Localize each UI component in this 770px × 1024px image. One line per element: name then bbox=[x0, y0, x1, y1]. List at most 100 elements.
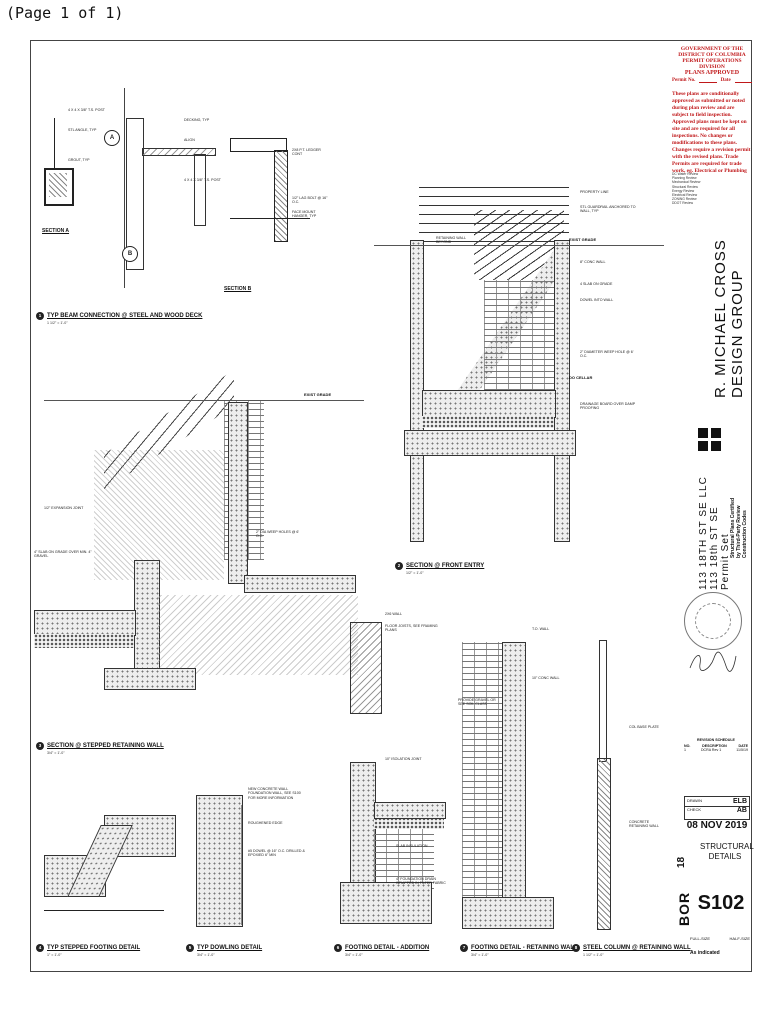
full-size-label: FULL-SIZE bbox=[690, 936, 711, 941]
review-item: Structural Review bbox=[672, 184, 698, 189]
as-indicated: As indicated bbox=[690, 950, 720, 956]
detail-number: 7 bbox=[460, 944, 468, 952]
detail-title: SECTION @ FRONT ENTRY bbox=[406, 563, 485, 569]
rev-col-date: DATE bbox=[738, 744, 748, 748]
stamp-status: PLANS APPROVED bbox=[684, 70, 740, 76]
exist-grade-label: EXIST GRADE bbox=[569, 237, 597, 242]
firm-logo-icon bbox=[698, 428, 726, 451]
revision-schedule: REVISION SCHEDULE NO. DESCRIPTION DATE 1… bbox=[684, 738, 748, 752]
table-row: 1 DCRA Rev 1 11/5/19 bbox=[684, 748, 748, 752]
detail-title-8: 8 STEEL COLUMN @ RETAINING WALL bbox=[572, 944, 691, 952]
note-dowel-epoxy: #5 DOWEL @ 16" O.C. DRILLED & EPOXIED 6"… bbox=[248, 849, 305, 858]
detail-number: 8 bbox=[572, 944, 580, 952]
review-item: Planning Review bbox=[672, 176, 697, 181]
approval-stamp: GOVERNMENT OF THE DISTRICT OF COLUMBIA P… bbox=[672, 46, 753, 175]
detail-beam-connection: 4 X 4 X 3/8" T.S. POST STL ANGLE, TYP GR… bbox=[34, 78, 364, 323]
detail-title-7: 7 FOOTING DETAIL - RETAINING WALL bbox=[460, 944, 578, 952]
detail-stepped-retaining-wall: EXIST GRADE 1/2" EXPANSION JOINT 4" SLAB… bbox=[34, 330, 379, 740]
footing bbox=[340, 882, 432, 924]
drawn-value: ELB bbox=[733, 798, 747, 805]
note-grout: GROUT, TYP bbox=[68, 158, 90, 162]
review-item: DC Water Review bbox=[672, 172, 699, 176]
project-address: 113 18th ST SE bbox=[709, 506, 720, 590]
note-weep: 2" DIAMETER WEEP HOLE @ 6' O.C. bbox=[580, 350, 634, 359]
page-label: (Page 1 of 1) bbox=[6, 4, 124, 22]
retaining-wall bbox=[502, 642, 526, 904]
sheet-code-number: 18 bbox=[676, 856, 687, 868]
right-wall bbox=[554, 240, 570, 542]
slab-on-grade bbox=[34, 610, 136, 636]
note-expansion: 1/2" EXPANSION JOINT bbox=[44, 506, 84, 510]
note-10-conc: 10" CONC WALL bbox=[532, 676, 560, 680]
note-hanger: FACE MOUNT HANGER, TYP bbox=[292, 210, 317, 219]
drawn-label: DRAWN bbox=[687, 798, 702, 803]
detail-title-3: 3 SECTION @ STEPPED RETAINING WALL bbox=[36, 742, 164, 750]
note-post: 4 X 4 X 3/8" T.S. POST bbox=[68, 108, 105, 112]
detail-stepped-footing bbox=[34, 785, 184, 935]
callout-a: A bbox=[104, 130, 120, 146]
detail-scale-5: 3/4" = 1'-0" bbox=[197, 953, 215, 957]
note-retaining-beyond: RETAINING WALL BEYOND bbox=[436, 236, 466, 245]
note-roughened: ROUGHENED EDGE bbox=[248, 821, 283, 825]
rev-date: 11/5/19 bbox=[736, 748, 748, 752]
note-joists: FLOOR JOISTS, SEE FRAMING PLANS bbox=[385, 624, 438, 633]
project-info: 113 18TH ST SE LLC 113 18th ST SE Permit… bbox=[698, 476, 731, 590]
firm-name-line1: R. MICHAEL CROSS bbox=[712, 239, 729, 398]
detail-scale-1: 1 1/2" = 1'-0" bbox=[47, 321, 68, 325]
sheet-title: STRUCTURAL DETAILS bbox=[700, 842, 754, 861]
note-post-2: 4 X 4 X 3/8" T.S. POST bbox=[184, 178, 221, 182]
detail-title-5: 5 TYP DOWLING DETAIL bbox=[186, 944, 262, 952]
detail-title: FOOTING DETAIL - ADDITION bbox=[345, 945, 430, 951]
cellar-slab bbox=[422, 390, 556, 418]
note-slab: 4 SLAB ON GRADE bbox=[580, 282, 613, 286]
certification: Structural Plans Certified by Third-Part… bbox=[730, 498, 748, 558]
section-a-label: SECTION A bbox=[42, 228, 70, 234]
drawing-sheet bbox=[30, 40, 752, 972]
retaining-wall bbox=[597, 758, 611, 930]
foundation-wall bbox=[196, 795, 243, 927]
note-isolation: 10" ISOLATION JOINT bbox=[385, 757, 422, 761]
stamp-agency: GOVERNMENT OF THE DISTRICT OF COLUMBIA bbox=[678, 46, 746, 58]
review-item: Energy Review bbox=[672, 188, 695, 193]
stamp-conditions: These plans are conditionally approved a… bbox=[672, 91, 751, 174]
half-size-label: HALF-SIZE bbox=[729, 936, 750, 941]
detail-title: FOOTING DETAIL - RETAINING WALL bbox=[471, 945, 578, 951]
project-owner: 113 18TH ST SE LLC bbox=[698, 476, 709, 590]
check-label: CHECK bbox=[687, 807, 702, 812]
detail-footing-addition: 2X6 WALL FLOOR JOISTS, SEE FRAMING PLANS… bbox=[340, 612, 450, 937]
check-value: AB bbox=[736, 807, 747, 814]
detail-steel-column: COL BASE PLATE CONCRETE RETAINING WALL bbox=[575, 630, 675, 935]
rev-col-desc: DESCRIPTION bbox=[702, 744, 727, 748]
footing bbox=[404, 430, 576, 456]
note-dowel: DOWEL INTO WALL bbox=[580, 298, 614, 302]
steel-column bbox=[599, 640, 607, 762]
detail-number: 2 bbox=[395, 562, 403, 570]
detail-dowling: NEW CONCRETE WALL FOUNDATION WALL, SEE S… bbox=[186, 785, 336, 935]
sheet-number: S102 bbox=[697, 892, 745, 914]
note-base-plate: COL BASE PLATE bbox=[629, 725, 659, 729]
note-angle: STL ANGLE, TYP bbox=[68, 128, 97, 132]
signature-stroke bbox=[689, 651, 737, 672]
sheet-code: BOR bbox=[676, 891, 692, 926]
detail-scale-7: 3/4" = 1'-0" bbox=[471, 953, 489, 957]
detail-title-4: 4 TYP STEPPED FOOTING DETAIL bbox=[36, 944, 140, 952]
size-row: FULL-SIZE HALF-SIZE bbox=[690, 936, 750, 941]
revision-title: REVISION SCHEDULE bbox=[697, 738, 735, 742]
detail-title-2: 2 SECTION @ FRONT ENTRY bbox=[395, 562, 484, 570]
note-insulation: SLAB INSULATION bbox=[396, 844, 428, 848]
do-cellar-label: DO CELLAR bbox=[569, 375, 593, 380]
note-conc-wall: 8" CONC WALL bbox=[580, 260, 606, 264]
note-slab-grade: 4" SLAB ON GRADE OVER MIN. 4" GRAVEL bbox=[34, 550, 92, 559]
note-guardrail: STL GUARDRAIL ANCHORED TO WALL, TYP bbox=[580, 205, 636, 214]
detail-number: 3 bbox=[36, 742, 44, 750]
drawn-check-box: DRAWN ELB CHECK AB bbox=[684, 796, 750, 820]
sheet-date: 08 NOV 2019 bbox=[686, 820, 748, 831]
revision-header: NO. DESCRIPTION DATE bbox=[684, 744, 748, 748]
callout-b: B bbox=[122, 246, 138, 262]
review-item: Electrical Review bbox=[672, 193, 698, 198]
note-decking: DECKING, TYP bbox=[184, 118, 210, 122]
post-section-a bbox=[44, 168, 74, 206]
detail-title: SECTION @ STEPPED RETAINING WALL bbox=[47, 743, 164, 749]
review-list: DC Water Review Planning Review Mechanic… bbox=[672, 172, 750, 206]
detail-scale-3: 3/4" = 1'-0" bbox=[47, 751, 65, 755]
